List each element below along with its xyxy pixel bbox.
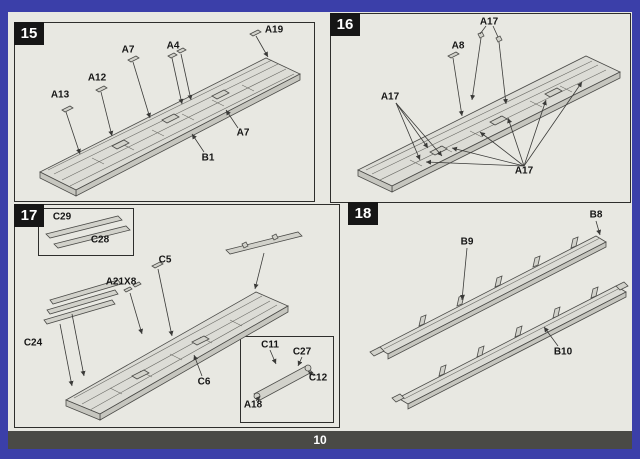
lower-rail bbox=[391, 281, 629, 410]
inset-box-c27 bbox=[240, 336, 334, 423]
step-15-frame bbox=[14, 22, 315, 202]
step-16-drawing bbox=[357, 25, 621, 193]
floating-parts bbox=[61, 29, 262, 113]
deck bbox=[357, 55, 621, 193]
step-15-drawing bbox=[39, 29, 301, 197]
leader-lines bbox=[395, 25, 583, 167]
rail-parts bbox=[43, 215, 303, 325]
step-18-number: 18 bbox=[348, 202, 378, 225]
deck bbox=[65, 291, 289, 421]
step-17-drawing bbox=[43, 215, 315, 421]
deck bbox=[39, 57, 301, 197]
inset-box-c28-c29 bbox=[38, 208, 134, 256]
step-17-number: 17 bbox=[14, 204, 44, 227]
step-18-drawing bbox=[369, 220, 629, 410]
step-15-number: 15 bbox=[14, 22, 44, 45]
leader-lines bbox=[65, 35, 269, 155]
page-number: 10 bbox=[313, 433, 327, 447]
floating-parts bbox=[447, 31, 503, 59]
step-17-frame bbox=[14, 204, 340, 428]
page-number-bar: 10 bbox=[8, 431, 632, 449]
step-16-frame bbox=[330, 13, 631, 203]
upper-rail bbox=[369, 235, 607, 360]
leader-lines bbox=[59, 252, 315, 402]
step-16-number: 16 bbox=[330, 13, 360, 36]
leader-lines bbox=[459, 220, 602, 347]
